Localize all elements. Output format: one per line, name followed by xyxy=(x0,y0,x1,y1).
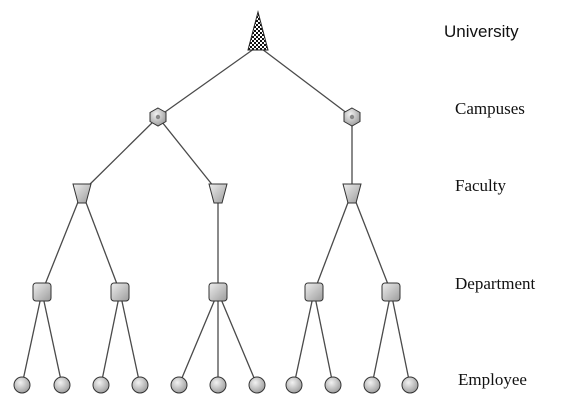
employee-node xyxy=(209,376,227,394)
level-label-department: Department xyxy=(455,274,536,293)
edge xyxy=(81,191,121,293)
university-node xyxy=(247,10,269,51)
employee-nodes xyxy=(13,376,419,394)
edge xyxy=(257,45,353,118)
department-node xyxy=(32,282,52,302)
employee-node xyxy=(401,376,419,394)
edge xyxy=(351,191,392,293)
edge xyxy=(313,191,353,293)
edge xyxy=(371,291,392,386)
edges xyxy=(21,45,411,386)
edge xyxy=(217,291,258,386)
edge xyxy=(313,291,334,386)
edge xyxy=(41,291,63,386)
edge xyxy=(21,291,43,386)
level-label-campuses: Campuses xyxy=(455,99,525,118)
edge xyxy=(119,291,141,386)
level-label-faculty: Faculty xyxy=(455,176,506,195)
department-node xyxy=(110,282,130,302)
department-node xyxy=(304,282,324,302)
employee-node xyxy=(92,376,110,394)
edge xyxy=(157,45,259,118)
department-node xyxy=(208,282,228,302)
edge xyxy=(178,291,219,386)
employee-node xyxy=(285,376,303,394)
edge xyxy=(293,291,315,386)
faculty-node xyxy=(72,183,92,204)
level-label-employee: Employee xyxy=(458,370,527,389)
employee-node xyxy=(363,376,381,394)
edge xyxy=(81,116,159,193)
employee-node xyxy=(170,376,188,394)
employee-node xyxy=(248,376,266,394)
employee-node xyxy=(131,376,149,394)
edge xyxy=(157,116,219,193)
level-label-university: University xyxy=(444,22,519,41)
edge xyxy=(390,291,411,386)
faculty-node xyxy=(208,183,228,204)
edge xyxy=(100,291,121,386)
employee-node xyxy=(324,376,342,394)
edge xyxy=(41,191,83,293)
campus-node xyxy=(343,107,361,127)
employee-node xyxy=(53,376,71,394)
campus-node xyxy=(149,107,167,127)
faculty-node xyxy=(342,183,362,204)
department-node xyxy=(381,282,401,302)
employee-node xyxy=(13,376,31,394)
